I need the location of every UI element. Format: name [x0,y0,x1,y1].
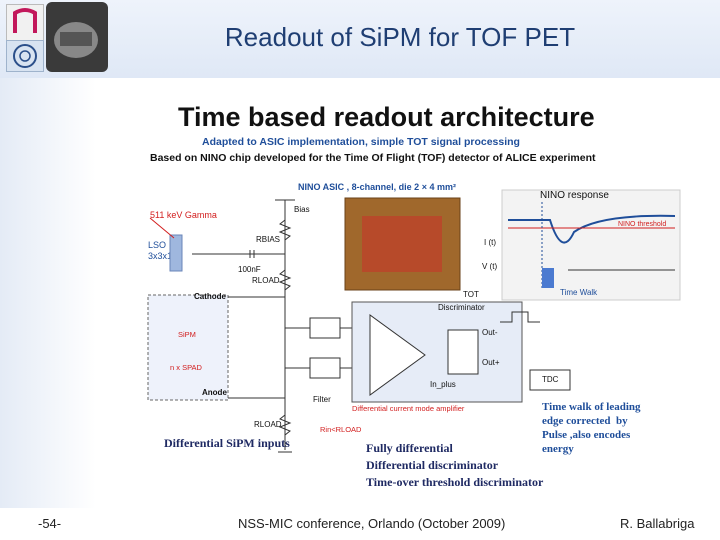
tdc-label: TDC [542,375,559,384]
subtitle-nino: Based on NINO chip developed for the Tim… [150,152,596,164]
page-number: -54- [38,516,62,531]
lso-label: LSO 3x3x15 [148,240,178,261]
nino-response-label: NINO response [540,190,609,201]
footer-bar: -54- NSS-MIC conference, Orlando (Octobe… [0,508,720,540]
rload-top-label: RLOAD [252,276,280,285]
sidebar-gradient [0,78,96,508]
nxspad-label: n x SPAD [170,363,202,372]
circuit-diagram [147,189,681,453]
discriminator-label: Discriminator [438,303,485,312]
header-bar: Readout of SiPM for TOF PET [0,0,720,78]
nino-threshold-label: NINO threshold [618,221,667,228]
lab-logo-icon [6,4,44,44]
slide-image: Time based readout architecture Adapted … [130,90,690,505]
out-plus-label: Out+ [482,358,500,367]
filter-label: Filter [313,395,331,404]
cathode-label: Cathode [194,292,226,301]
rbias-label: RBIAS [256,235,281,244]
gamma-label: 511 keV Gamma [150,210,217,220]
out-minus-label: Out- [482,328,498,337]
cern-logo-icon [6,40,44,72]
tot-label: TOT [463,290,479,299]
rin-rload-label: Rin<RLOAD [320,425,362,434]
page-title: Readout of SiPM for TOF PET [224,22,576,52]
tot-discriminator-text: Time-over threshold discriminator [366,475,544,489]
anode-label: Anode [202,388,227,397]
cap-label: 100nF [238,265,261,274]
slide-title: Time based readout architecture [178,102,595,132]
diff-amp-label: Differential current mode amplifier [352,404,465,413]
time-walk-label: Time Walk [560,288,598,297]
bias-label: Bias [294,205,310,214]
in-plus-label: In_plus [430,380,456,389]
time-walk-note: Time walk of leading edge corrected by P… [542,401,641,455]
rload-bottom-label: RLOAD [254,420,282,429]
nino-asic-label: NINO ASIC , 8-channel, die 2 × 4 mm² [298,182,456,192]
fully-differential-text: Fully differential [366,441,453,455]
detector-photo-icon [46,2,108,72]
author-text: R. Ballabriga [620,516,695,531]
sipm-label: SiPM [178,330,196,339]
conference-text: NSS-MIC conference, Orlando (October 200… [238,516,506,531]
differential-discriminator-text: Differential discriminator [366,458,499,472]
current-axis-label: I (t) [484,238,496,247]
voltage-axis-label: V (t) [482,262,498,271]
diff-sipm-inputs: Differential SiPM inputs [164,436,290,450]
subtitle-asic: Adapted to ASIC implementation, simple T… [202,136,520,148]
